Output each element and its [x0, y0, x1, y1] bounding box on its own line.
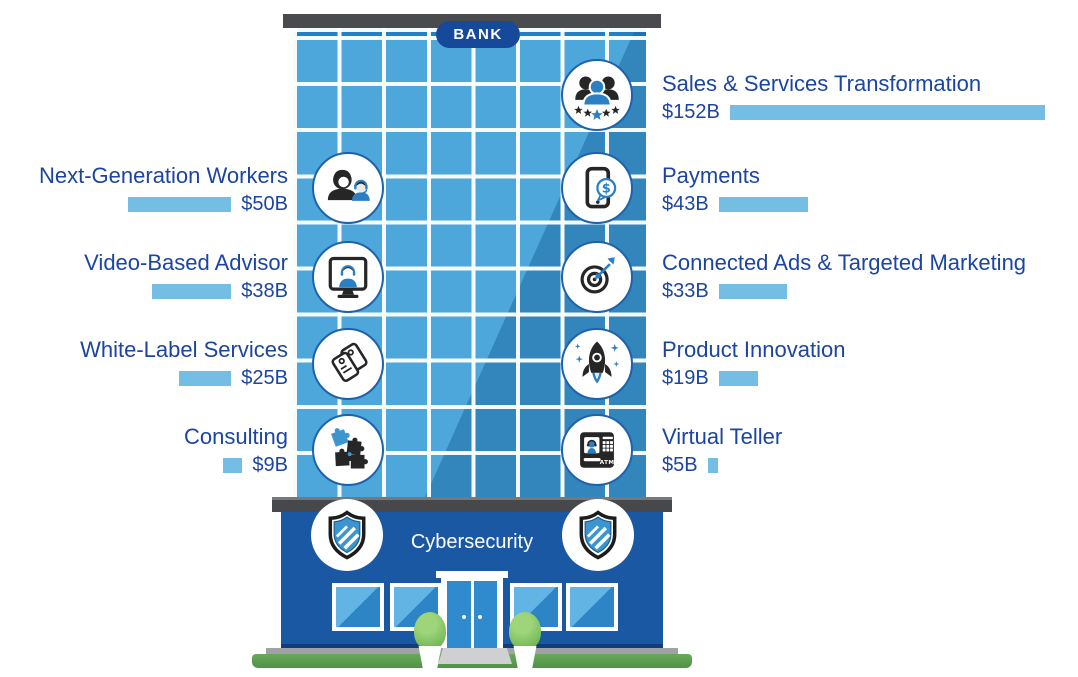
value-bar — [718, 371, 758, 386]
metric-value: $152B — [662, 101, 720, 123]
plant-pot — [513, 646, 537, 668]
atm-icon: ATM — [561, 414, 633, 486]
value-bar — [729, 105, 1045, 120]
plant-bush — [414, 612, 446, 650]
metric-label: Sales & Services Transformation — [662, 71, 982, 96]
plant-pot — [418, 646, 442, 668]
cybersecurity-label: Cybersecurity — [410, 531, 534, 553]
value-bar — [128, 197, 232, 212]
puzzle-icon — [312, 414, 384, 486]
metric-value: $25B — [241, 367, 288, 389]
shield-icon — [562, 499, 634, 571]
support-agent-icon — [312, 152, 384, 224]
plant-bush — [509, 612, 541, 650]
metric-item: Video-Based Advisor $38B — [84, 250, 288, 303]
storefront-window — [332, 583, 384, 631]
value-bar — [718, 197, 808, 212]
door-panel-right — [473, 581, 497, 648]
metric-label: Virtual Teller — [662, 424, 783, 449]
team-rating-icon — [561, 59, 633, 131]
value-bar — [223, 458, 243, 473]
metric-value-row: $33B — [662, 280, 1026, 303]
storefront-window — [566, 583, 618, 631]
metric-item: White-Label Services $25B — [80, 337, 288, 390]
metric-value: $38B — [241, 280, 288, 302]
mobile-payment-icon: $ — [561, 152, 633, 224]
metric-label: Connected Ads & Targeted Marketing — [662, 250, 1027, 275]
value-bar — [179, 371, 232, 386]
door-step — [438, 648, 512, 664]
metric-value-row: $9B — [184, 454, 288, 477]
bank-sign: BANK — [436, 21, 520, 48]
metric-value-row: $38B — [84, 280, 288, 303]
svg-text:$: $ — [602, 181, 611, 196]
value-bar — [152, 284, 232, 299]
potted-plant — [509, 612, 541, 668]
svg-text:ATM: ATM — [600, 460, 615, 466]
metric-value: $5B — [662, 454, 698, 476]
metric-item: Connected Ads & Targeted Marketing $33B — [662, 250, 1026, 303]
metric-item: Sales & Services Transformation $152B — [662, 71, 1045, 124]
metric-item: Next-Generation Workers $50B — [39, 163, 288, 216]
value-bar — [718, 284, 787, 299]
metric-value: $43B — [662, 193, 709, 215]
door-handles — [462, 615, 466, 619]
door-panels — [447, 581, 497, 648]
metric-value-row: $19B — [662, 367, 845, 390]
metric-label: Payments — [662, 163, 760, 188]
metric-label: Video-Based Advisor — [84, 250, 288, 275]
metric-value-row: $25B — [80, 367, 288, 390]
metric-value-row: $5B — [662, 454, 782, 477]
video-advisor-icon — [312, 241, 384, 313]
target-icon — [561, 241, 633, 313]
metric-item: Product Innovation $19B — [662, 337, 845, 390]
metric-value: $33B — [662, 280, 709, 302]
shield-icon — [311, 499, 383, 571]
bank-sign-label: BANK — [453, 26, 503, 43]
metric-value: $50B — [241, 193, 288, 215]
door-lintel — [436, 571, 508, 578]
metric-label: Next-Generation Workers — [38, 163, 288, 188]
metric-value-row: $43B — [662, 193, 808, 216]
metric-item: Virtual Teller $5B — [662, 424, 782, 477]
metric-value: $19B — [662, 367, 709, 389]
door-panel-left — [447, 581, 471, 648]
price-tags-icon — [312, 328, 384, 400]
value-bar — [707, 458, 718, 473]
entrance-door — [441, 575, 503, 648]
rocket-icon — [561, 328, 633, 400]
metric-label: Consulting — [184, 424, 288, 449]
metric-item: Payments $43B — [662, 163, 808, 216]
metric-value: $9B — [252, 454, 288, 476]
metric-label: White-Label Services — [80, 337, 288, 362]
potted-plant — [414, 612, 446, 668]
metric-item: Consulting $9B — [184, 424, 288, 477]
metric-value-row: $152B — [662, 101, 1045, 124]
metric-value-row: $50B — [39, 193, 288, 216]
metric-label: Product Innovation — [662, 337, 846, 362]
